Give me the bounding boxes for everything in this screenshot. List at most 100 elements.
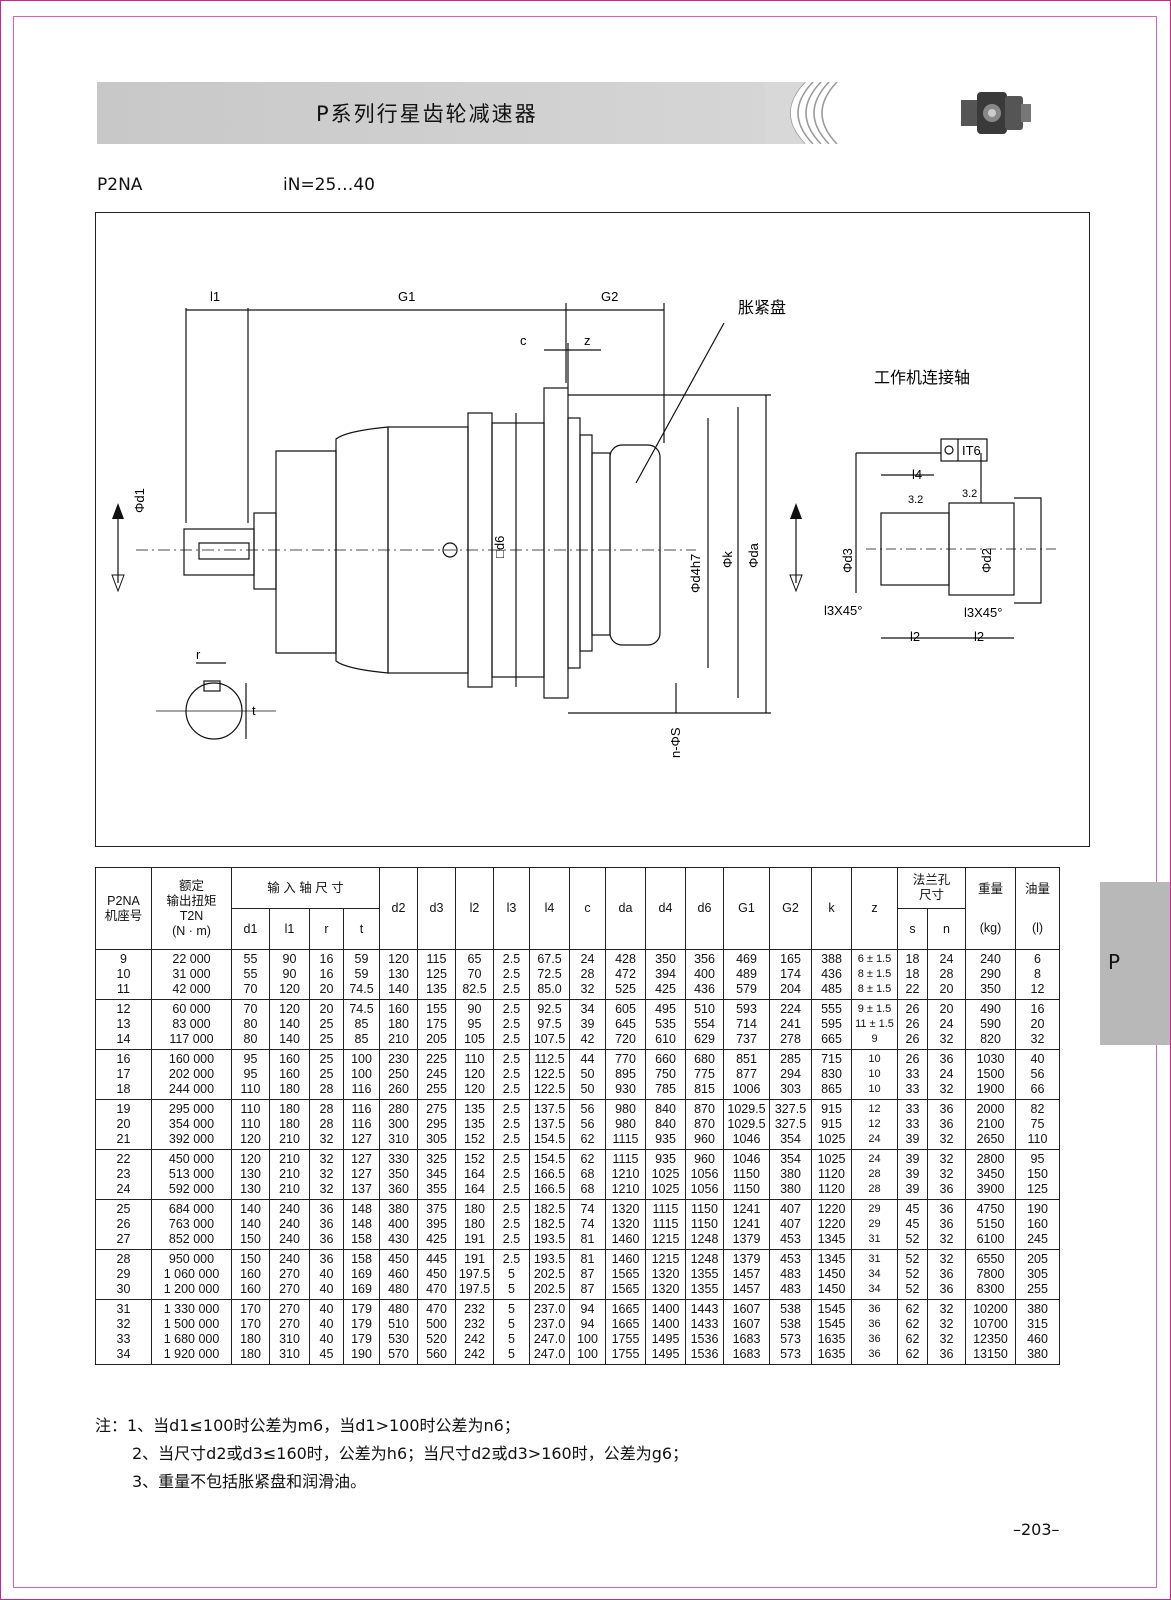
cell-value: 180 (388, 1017, 409, 1031)
cell-value: 489 (736, 967, 757, 981)
cell-value: 2.5 (502, 1082, 521, 1096)
cell-value: 2.5 (502, 967, 521, 981)
cell-value: 158 (351, 1232, 372, 1246)
cell-value: 127 (351, 1167, 372, 1181)
cell-value: 36 (939, 1267, 954, 1281)
col-k: k (811, 867, 852, 950)
cell-value: 1565 (611, 1282, 640, 1296)
ratio-range: iN=25…40 (283, 175, 375, 195)
cell-value: 24 (868, 1133, 881, 1145)
cell-value: 305 (426, 1132, 447, 1146)
cell-value: 240 (279, 1202, 300, 1216)
cell-value: 191 (464, 1232, 485, 1246)
cell-value: 39 (905, 1182, 920, 1196)
cell-value: 720 (615, 1032, 636, 1046)
cell-value: 56 (1030, 1067, 1045, 1081)
cell-value: 1665 (611, 1302, 640, 1316)
cell-value: 150 (1027, 1167, 1048, 1181)
cell-value: 1433 (690, 1317, 719, 1331)
cell-value: 715 (821, 1052, 842, 1066)
cell-value: 2.5 (502, 1217, 521, 1231)
dim-d6: □d6 (492, 536, 507, 558)
cell-value: 130 (240, 1182, 261, 1196)
cell-value: 154.5 (533, 1152, 566, 1166)
cell-value: 1220 (817, 1202, 846, 1216)
cell-value: 32 (939, 1167, 954, 1181)
cell-value: 388 (821, 952, 842, 966)
cell-value: 830 (821, 1067, 842, 1081)
cell-value: 1 500 000 (163, 1317, 220, 1331)
cell-value: 255 (1027, 1282, 1048, 1296)
col-d6: d6 (685, 867, 724, 950)
cell-value: 980 (615, 1102, 636, 1116)
cell-value: 345 (426, 1167, 447, 1181)
cell-value: 380 (1027, 1347, 1048, 1361)
cell-value: 20 (939, 982, 954, 996)
cell-value: 1320 (611, 1217, 640, 1231)
cell-value: 26 (116, 1217, 131, 1231)
cell-value: 137.5 (533, 1102, 566, 1116)
cell-value: 33 (905, 1117, 920, 1131)
cell-value: 1025 (817, 1152, 846, 1166)
cell-value: 50 (580, 1082, 595, 1096)
cell-value: 8300 (976, 1282, 1005, 1296)
cell-value: 180 (464, 1217, 485, 1231)
cell-value: 1607 (732, 1317, 761, 1331)
cell-value: 45 (905, 1202, 920, 1216)
cell-value: 469 (736, 952, 757, 966)
cell-value: 36 (939, 1052, 954, 1066)
cell-value: 425 (426, 1232, 447, 1246)
cell-value: 110 (240, 1102, 261, 1116)
cell-value: 5 (508, 1317, 515, 1331)
cell-value: 9 (871, 1033, 878, 1045)
cell-value: 80 (243, 1017, 258, 1031)
cell-value: 160 (240, 1282, 261, 1296)
cell-value: 52 (905, 1252, 920, 1266)
cell-value: 205 (1027, 1252, 1048, 1266)
cell-value: 32 (319, 1132, 334, 1146)
col-d4: d4 (645, 867, 686, 950)
cell-value: 485 (821, 982, 842, 996)
dim-l1: l1 (210, 289, 220, 304)
cell-value: 21 (116, 1132, 131, 1146)
cell-value: 122.5 (533, 1082, 566, 1096)
cell-value: 356 (694, 952, 715, 966)
cell-value: 150 (240, 1252, 261, 1266)
cell-value: 8 (1034, 967, 1041, 981)
cell-value: 310 (279, 1332, 300, 1346)
col-l2: l2 (455, 867, 494, 950)
cell-value: 36 (939, 1347, 954, 1361)
cell-value: 24 (580, 952, 595, 966)
cell-value: 1029.5 (727, 1102, 766, 1116)
cell-value: 260 (388, 1082, 409, 1096)
cell-value: 152 (464, 1132, 485, 1146)
cell-value: 36 (868, 1333, 881, 1345)
